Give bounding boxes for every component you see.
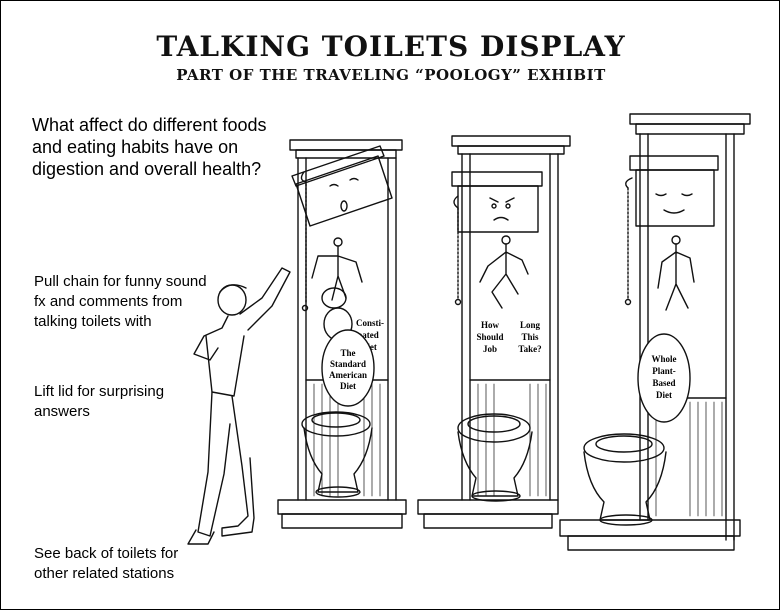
oval-3-line-4: Diet xyxy=(656,390,672,400)
page-title: Talking Toilets Display xyxy=(156,30,626,63)
exhibit-question: What affect do different foods and eatin… xyxy=(32,115,267,179)
page-subtitle: Part of the Traveling “Poology” Exhibit xyxy=(176,66,606,84)
sign-2-line-2: Should xyxy=(476,332,503,342)
see-back-instruction: See back of toilets for other related st… xyxy=(34,545,179,582)
whole-plant-based-diet-oval: Whole Plant- Based Diet xyxy=(637,333,691,423)
person-figure xyxy=(187,267,291,545)
toilet-cabinet-1: Consti- pated Toilet The Standard Americ… xyxy=(277,139,407,529)
oval-1-line-2: Standard xyxy=(330,359,366,369)
toilet-cabinet-2: How Should Job Long This Take? xyxy=(417,135,571,529)
lift-lid-instruction: Lift lid for surprising answers xyxy=(34,383,165,420)
oval-3-line-3: Based xyxy=(652,378,675,388)
oval-3-line-1: Whole xyxy=(651,354,676,364)
oval-3-line-2: Plant- xyxy=(652,366,676,376)
sign-2-line-4: Long xyxy=(520,320,541,330)
toilet-cabinet-3: Whole Plant- Based Diet xyxy=(559,113,751,551)
sign-1-line-2: pated xyxy=(357,330,379,340)
standard-american-diet-oval: The Standard American Diet xyxy=(321,329,375,407)
sign-2-line-3: Job xyxy=(483,344,497,354)
oval-1-line-3: American xyxy=(329,370,367,380)
how-long-sign: How Should Job Long This Take? xyxy=(476,320,541,354)
sign-2-line-5: This xyxy=(521,332,539,342)
sign-2-line-1: How xyxy=(481,320,500,330)
pull-chain-instruction: Pull chain for funny sound fx and commen… xyxy=(34,273,207,330)
oval-1-line-1: The xyxy=(340,348,355,358)
oval-1-line-4: Diet xyxy=(340,381,356,391)
sign-1-line-1: Consti- xyxy=(356,318,384,328)
sign-2-line-6: Take? xyxy=(518,344,541,354)
